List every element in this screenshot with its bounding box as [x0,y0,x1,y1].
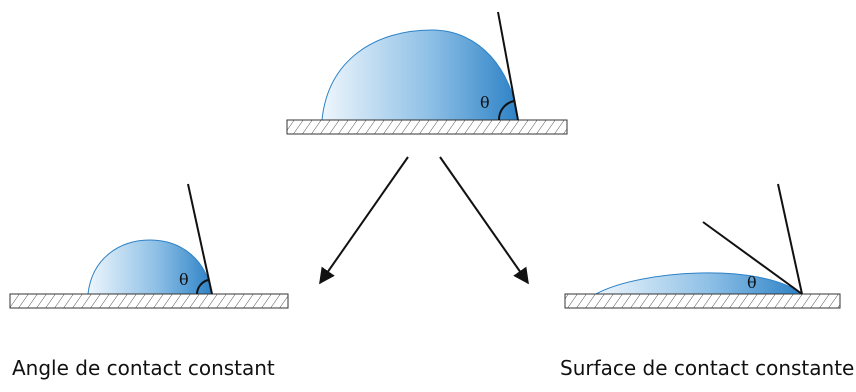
left-theta-label: θ [179,270,189,289]
initial-substrate [286,119,568,135]
left-tangent-line [187,183,213,295]
right-substrate [564,293,841,309]
initial-theta-label: θ [480,93,490,112]
initial-angle-arc [497,100,515,121]
right-theta-label: θ [747,273,757,292]
constant-angle-droplet-group: θ [9,183,289,309]
initial-droplet-group: θ [286,11,568,135]
arrow-right [439,156,529,285]
left-substrate [9,293,289,309]
constant-area-droplet [595,272,804,295]
caption-constant-area: Surface de contact constante [560,356,855,380]
left-angle-arc [196,279,209,295]
right-reduced-tangent-line [702,221,803,295]
caption-constant-angle: Angle de contact constant [12,356,275,380]
constant-angle-droplet [87,239,213,295]
arrow-left [319,156,409,285]
initial-tangent-line [497,11,519,121]
constant-area-droplet-group: θ [564,183,841,309]
right-initial-tangent-line [777,183,803,295]
initial-droplet [321,29,519,121]
